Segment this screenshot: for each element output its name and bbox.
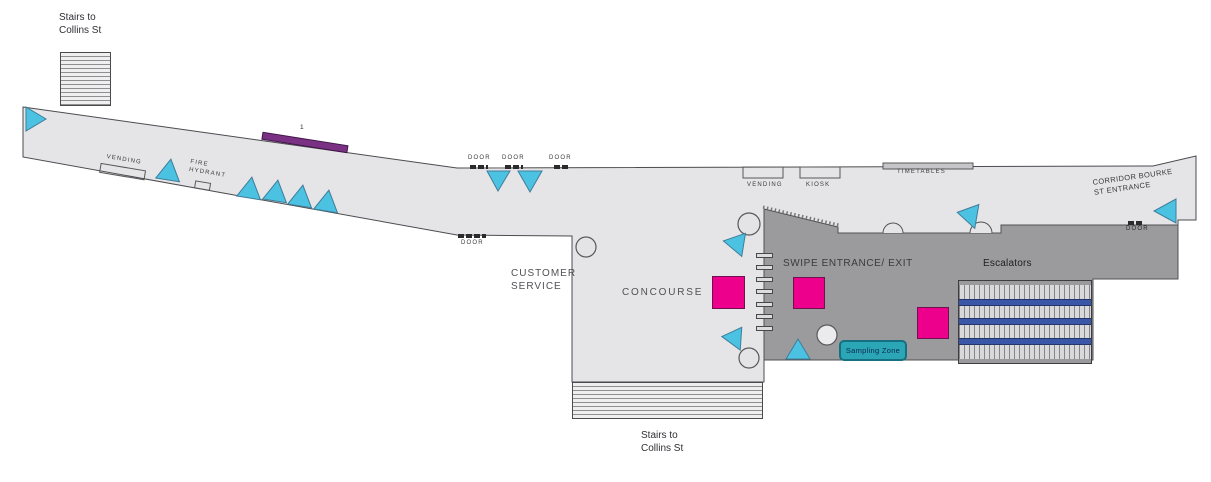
fire-hydrant-box bbox=[194, 180, 212, 191]
info-point-square bbox=[793, 277, 825, 309]
customer-service-label-line2: SERVICE bbox=[511, 281, 562, 292]
fare-gate-tick bbox=[756, 277, 773, 282]
door-label: DOOR bbox=[461, 240, 484, 246]
kiosk-label: KIOSK bbox=[806, 182, 831, 188]
escalator-step-bar bbox=[959, 318, 1091, 325]
direction-marker-triangle bbox=[25, 106, 47, 132]
direction-marker-triangle bbox=[286, 184, 313, 209]
concourse-label: CONCOURSE bbox=[622, 287, 704, 298]
stairs-to-collins-bottom bbox=[572, 382, 763, 419]
direction-marker-triangle bbox=[235, 176, 262, 201]
pillar-circle bbox=[575, 236, 597, 258]
direction-marker-triangle bbox=[261, 179, 288, 204]
stairs-top-label-line2: Collins St bbox=[59, 25, 102, 36]
escalators-label: Escalators bbox=[983, 258, 1032, 269]
direction-marker-triangle bbox=[312, 189, 339, 214]
escalator-step-bar bbox=[959, 338, 1091, 345]
direction-marker-triangle bbox=[722, 232, 747, 258]
door-label: DOOR bbox=[502, 155, 525, 161]
info-point-square bbox=[917, 307, 949, 339]
customer-service-label: CUSTOMER SERVICE bbox=[511, 267, 576, 293]
escalator-step-bar bbox=[959, 299, 1091, 306]
direction-marker-triangle bbox=[154, 158, 181, 183]
platform-1-bar bbox=[261, 131, 349, 154]
fare-gate-tick bbox=[756, 253, 773, 258]
vending-machine-left bbox=[99, 162, 147, 181]
stairs-top-label-line1: Stairs to bbox=[59, 12, 96, 23]
escalator-edge bbox=[959, 281, 1091, 285]
stairs-top-label: Stairs to Collins St bbox=[59, 11, 101, 37]
timetables-board bbox=[882, 162, 974, 170]
door-label: DOOR bbox=[468, 155, 491, 161]
direction-marker-triangle bbox=[720, 326, 743, 352]
fare-gate-tick bbox=[756, 265, 773, 270]
stairs-bottom-label-line1: Stairs to bbox=[641, 430, 678, 441]
direction-marker-triangle bbox=[1152, 198, 1177, 224]
fare-gate-tick bbox=[756, 314, 773, 319]
fare-gate-tick bbox=[756, 302, 773, 307]
stairs-bottom-label: Stairs to Collins St bbox=[641, 429, 683, 455]
fare-gate-tick bbox=[756, 326, 773, 331]
pillar-circle bbox=[738, 347, 760, 369]
pillar-circle bbox=[737, 212, 761, 236]
kiosk-box bbox=[799, 166, 841, 179]
sampling-zone-badge: Sampling Zone bbox=[839, 340, 907, 361]
door-label: DOOR bbox=[549, 155, 572, 161]
platform-1-label: 1 bbox=[300, 124, 304, 131]
door-label: DOOR bbox=[1126, 226, 1149, 232]
direction-marker-triangle bbox=[517, 170, 543, 194]
direction-marker-triangle bbox=[785, 338, 811, 360]
fare-gate-tick bbox=[756, 289, 773, 294]
escalator-block bbox=[958, 280, 1092, 364]
vending-right-label: VENDING bbox=[747, 182, 783, 188]
escalator-edge bbox=[959, 359, 1091, 363]
direction-marker-triangle bbox=[956, 203, 980, 230]
vending-machine-right bbox=[742, 166, 784, 179]
door-swing-arc bbox=[882, 222, 904, 234]
timetables-label: TIMETABLES bbox=[897, 169, 946, 175]
stairs-to-collins-top bbox=[60, 52, 111, 106]
info-point-square bbox=[712, 276, 745, 309]
direction-marker-triangle bbox=[486, 170, 511, 193]
pillar-circle bbox=[816, 324, 838, 346]
dotted-boundary bbox=[762, 205, 840, 227]
customer-service-label-line1: CUSTOMER bbox=[511, 268, 577, 279]
swipe-entrance-label: SWIPE ENTRANCE/ EXIT bbox=[783, 258, 913, 269]
stairs-bottom-label-line2: Collins St bbox=[641, 443, 684, 454]
